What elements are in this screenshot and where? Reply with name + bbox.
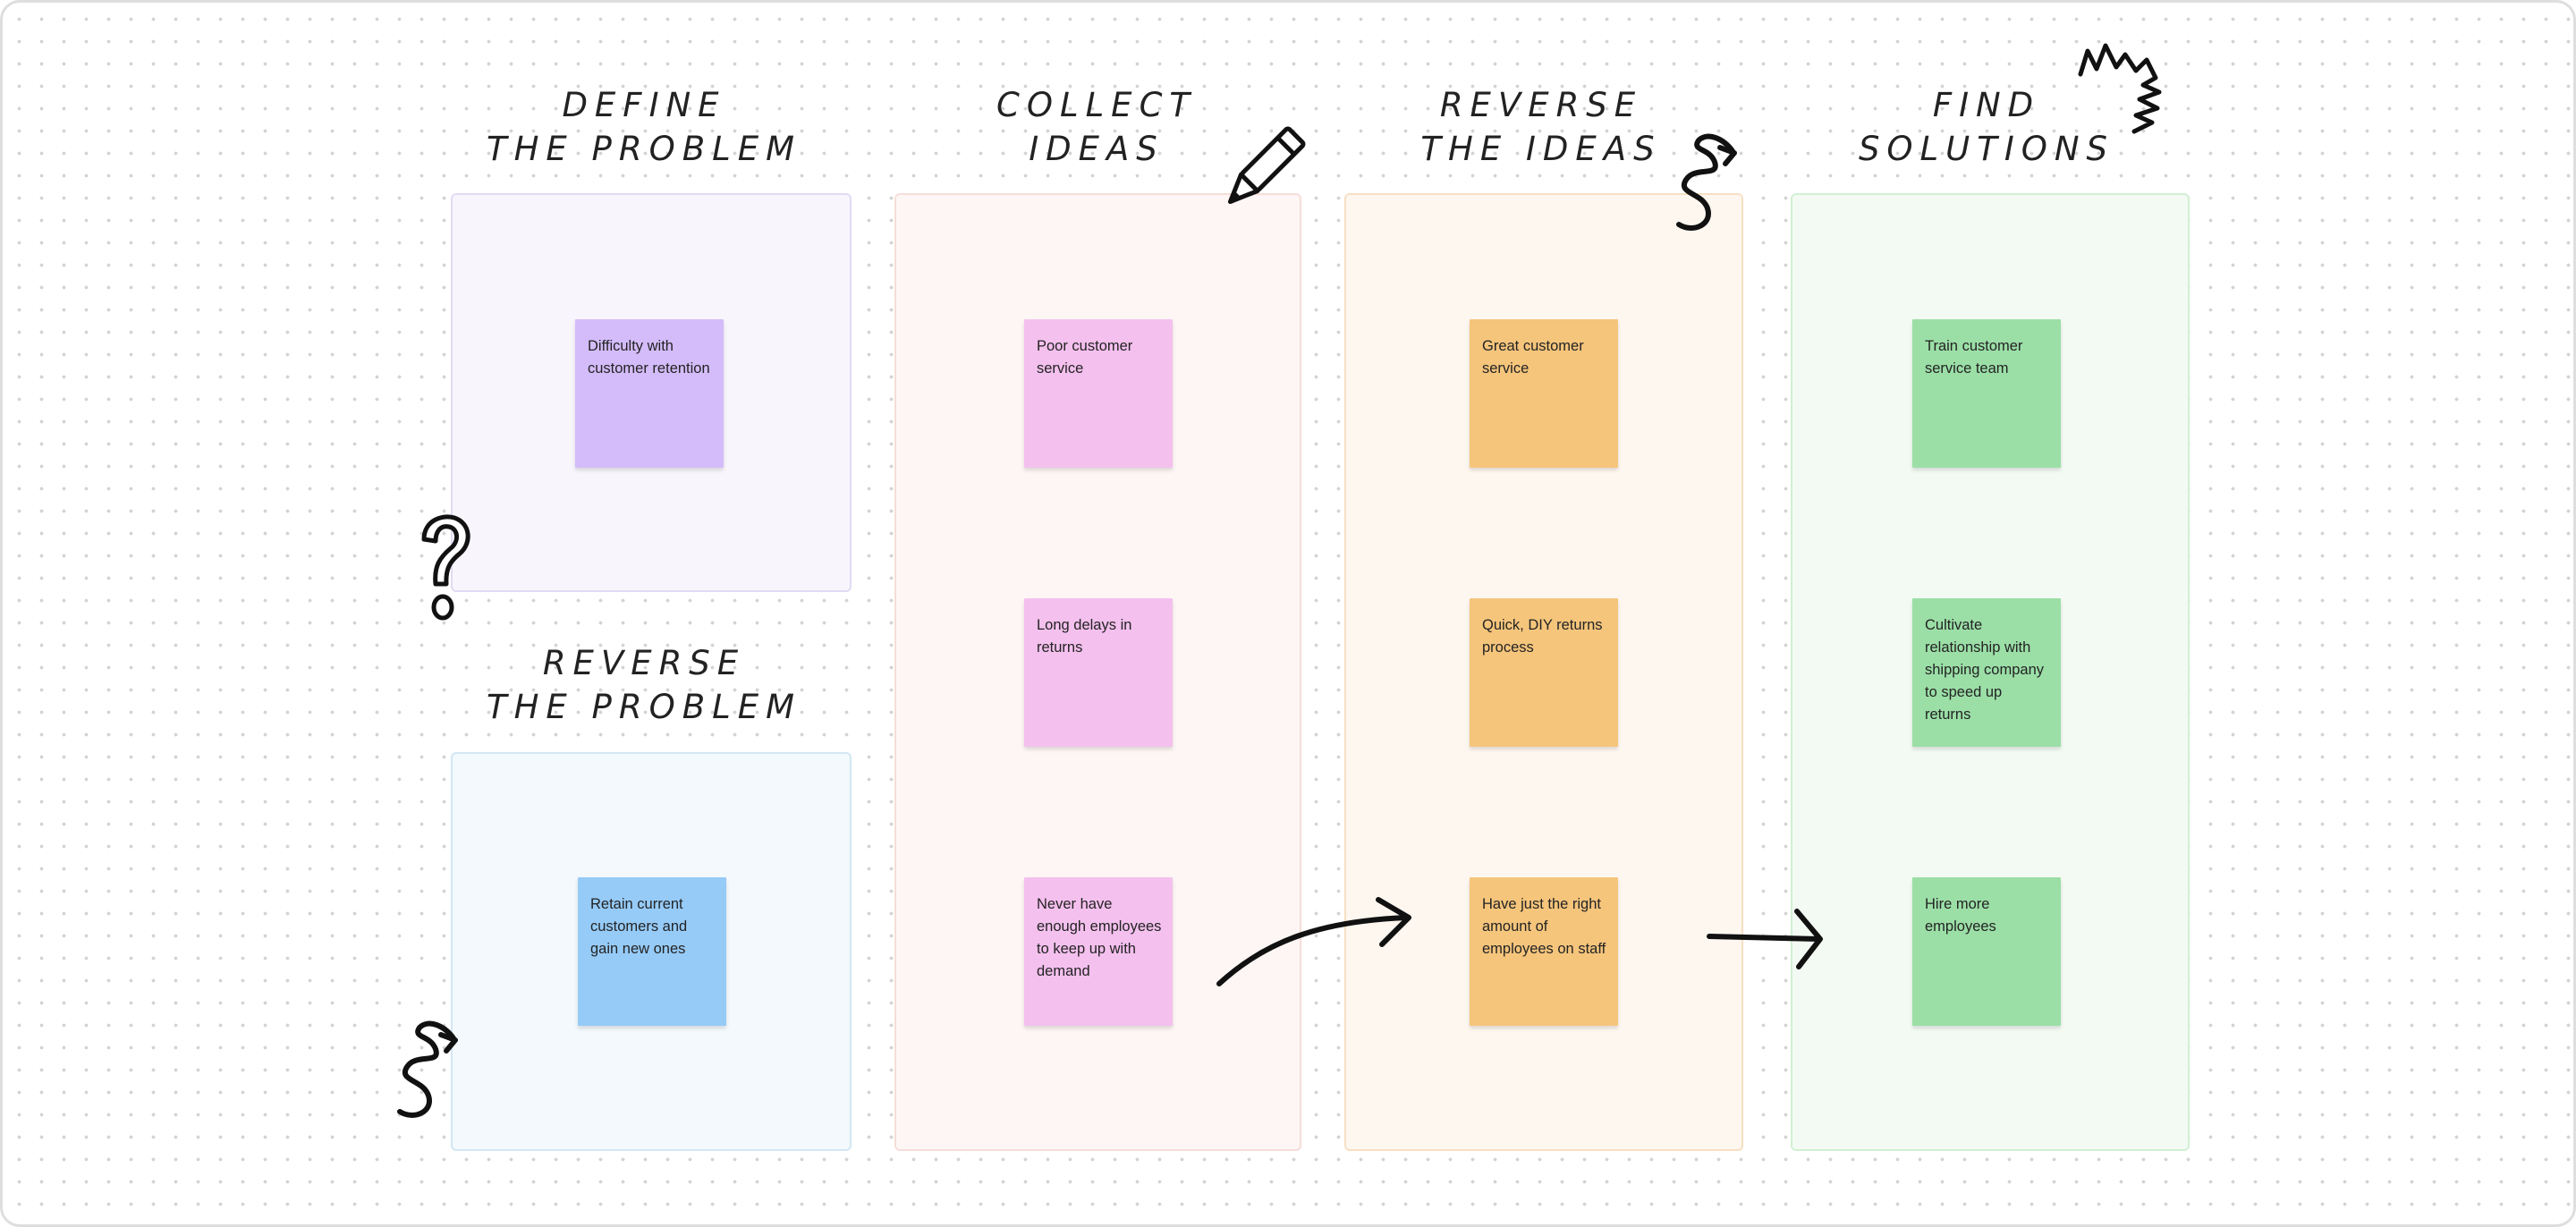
question-mark-icon[interactable] — [419, 512, 481, 624]
squiggle-arrow-icon[interactable] — [389, 1020, 479, 1125]
sticky-note[interactable]: Difficulty with customer retention — [575, 319, 724, 468]
squiggle-arrow-icon[interactable] — [1668, 133, 1758, 238]
sticky-note[interactable]: Have just the right amount of employees … — [1470, 877, 1618, 1026]
sticky-note[interactable]: Poor customer service — [1024, 319, 1173, 468]
straight-arrow-icon[interactable] — [1702, 906, 1827, 973]
curved-arrow-icon[interactable] — [1210, 893, 1416, 995]
sticky-note[interactable]: Hire more employees — [1912, 877, 2061, 1026]
sticky-note[interactable]: Never have enough employees to keep up w… — [1024, 877, 1173, 1026]
pencil-icon[interactable] — [1215, 123, 1306, 222]
sticky-note[interactable]: Cultivate relationship with shipping com… — [1912, 598, 2061, 747]
zigzag-icon[interactable] — [2073, 38, 2190, 146]
sticky-note[interactable]: Quick, DIY returns process — [1470, 598, 1618, 747]
sticky-note[interactable]: Great customer service — [1470, 319, 1618, 468]
sticky-note[interactable]: Long delays in returns — [1024, 598, 1173, 747]
sticky-note[interactable]: Train customer service team — [1912, 319, 2061, 468]
sticky-note[interactable]: Retain current customers and gain new on… — [578, 877, 726, 1026]
